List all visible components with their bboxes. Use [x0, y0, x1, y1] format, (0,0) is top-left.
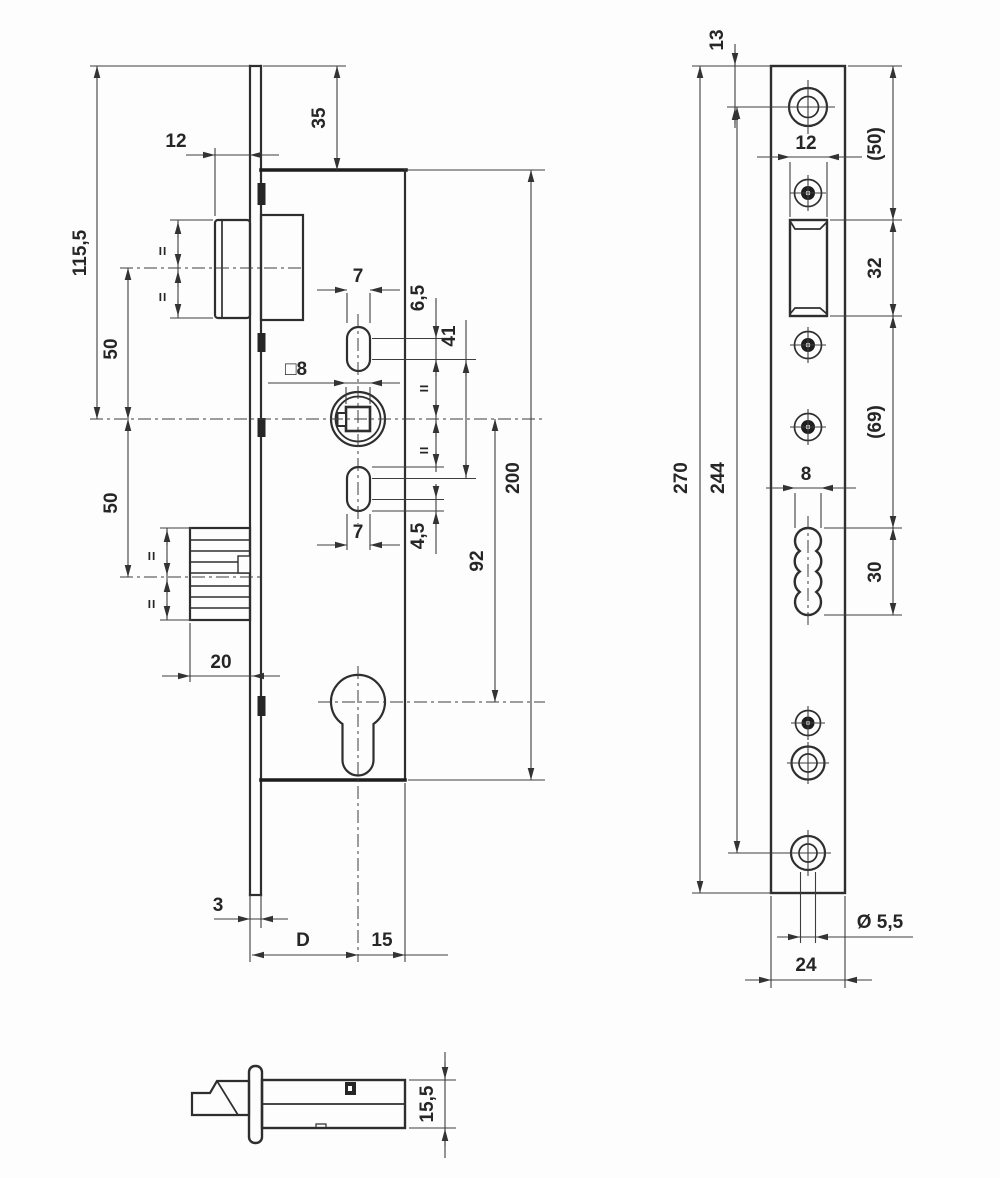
deadbolt	[188, 526, 252, 622]
detail-view-latch-section: 15,5	[190, 1052, 456, 1158]
dim-deadbolt-width: 20	[210, 652, 231, 673]
fixing-tab	[257, 183, 266, 205]
faceplate-section	[247, 1064, 264, 1145]
dim-latch-projection: 12	[165, 131, 186, 152]
dim-top-to-follower: 115,5	[70, 229, 91, 276]
dim-faceplate-thickness: 3	[213, 895, 224, 916]
dim-slot-end-offset: 4,5	[408, 522, 429, 549]
dim-spindle-square: □8	[285, 359, 307, 380]
latch-tail-block	[259, 213, 305, 322]
left-view-lock-case: 12 35 115,5 50 50 = = = =	[70, 64, 545, 962]
latch-bolt-head	[213, 218, 252, 320]
faceplate-front	[769, 64, 847, 895]
dim-top-offset: 35	[309, 107, 330, 129]
euro-cylinder-hole	[329, 673, 387, 777]
dim-top-to-hole: 13	[707, 29, 728, 50]
dim-axis-to-back: 15	[371, 930, 393, 951]
countersunk-hole	[790, 409, 826, 445]
countersunk-hole	[790, 327, 826, 363]
equal-mark: =	[419, 443, 428, 460]
equal-mark: =	[155, 246, 172, 255]
dim-follower-to-deadbolt: 50	[101, 492, 122, 513]
equal-mark: =	[419, 381, 428, 398]
dim-slot-distance: 41	[439, 325, 460, 347]
dim-latch-cutout-height: 32	[865, 257, 886, 278]
dim-top-to-latch-cutout: (50)	[865, 127, 886, 161]
equal-mark: =	[144, 599, 161, 608]
dim-screw-hole-diameter: Ø 5,5	[857, 912, 904, 933]
equal-mark: =	[144, 551, 161, 560]
fixing-tab	[257, 333, 266, 352]
dim-slot-width-upper: 7	[353, 266, 364, 287]
dim-latch-to-follower: 50	[101, 338, 122, 359]
right-view-faceplate: 13 12 (50) 32 (69) 30 8 270	[671, 29, 913, 988]
countersunk-hole	[790, 175, 826, 211]
dim-latch-height: 15,5	[417, 1085, 438, 1122]
fixing-tab	[257, 418, 266, 437]
dim-follower-to-cylinder: 92	[467, 550, 488, 571]
dim-backset-D: D	[296, 930, 310, 951]
dim-cutout-width: 12	[795, 133, 816, 154]
dim-plate-length: 270	[671, 462, 692, 494]
deadbolt-cutout	[793, 526, 823, 617]
fixing-tab	[257, 696, 266, 716]
dim-slot-width: 8	[801, 464, 812, 485]
ring-hole	[787, 742, 829, 784]
dim-case-height: 200	[503, 462, 524, 494]
dim-screw-distance: 244	[708, 462, 729, 494]
deadbolt-stump-detail	[237, 555, 251, 574]
dim-slot-arc-pitch: 6,5	[408, 284, 429, 311]
latch-bolt-section	[190, 1079, 251, 1117]
countersunk-hole	[791, 706, 825, 740]
dim-plate-width: 24	[795, 955, 817, 976]
screw-hole-bottom	[785, 830, 831, 876]
dim-cutout-gap: (69)	[865, 405, 886, 439]
latch-cutout	[788, 218, 829, 318]
dim-slot-width-lower: 7	[353, 522, 364, 543]
dim-deadbolt-cutout-height: 30	[865, 561, 886, 582]
equal-mark: =	[155, 292, 172, 301]
